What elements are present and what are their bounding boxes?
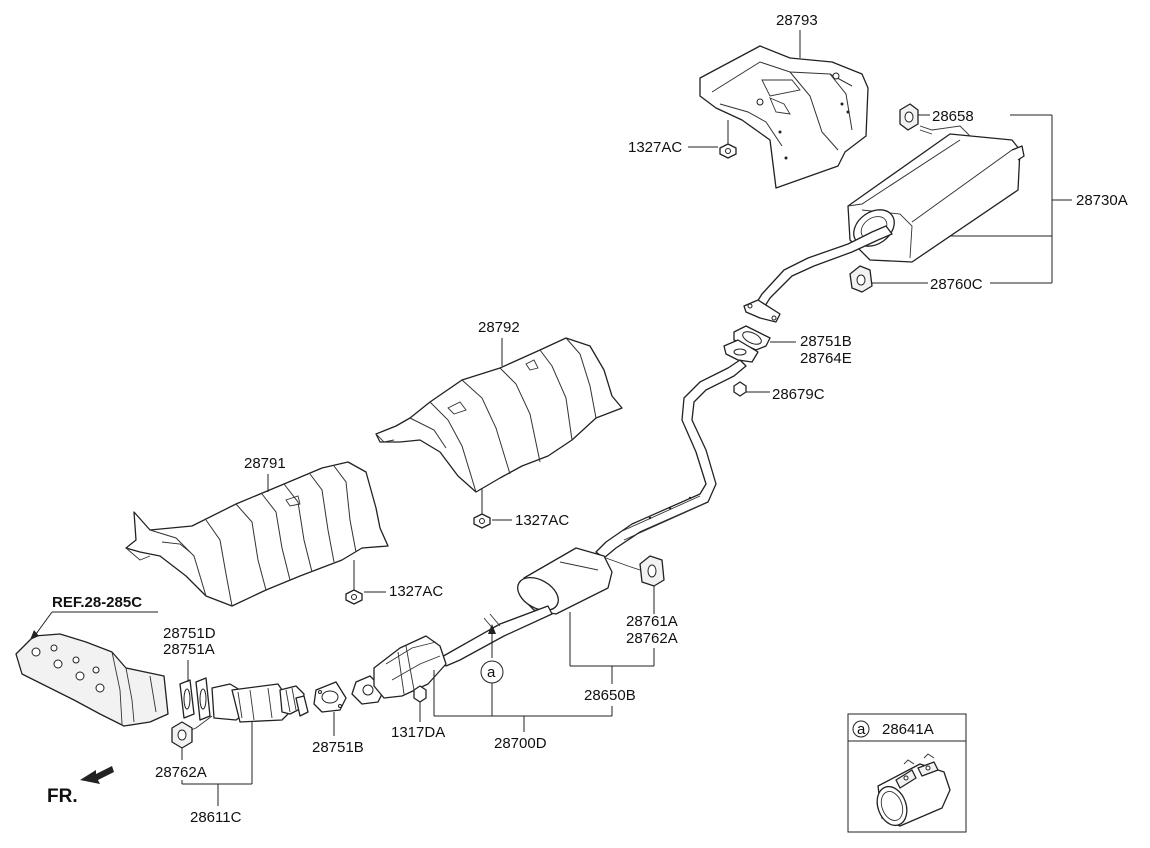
heat-shield-28791 <box>125 461 389 607</box>
label-28730a: 28730A <box>1076 192 1128 209</box>
hanger-rubber-28762a-left <box>171 721 193 749</box>
label-28751a: 28751A <box>163 641 215 658</box>
label-28751b-left: 28751B <box>312 739 364 756</box>
label-28751d: 28751D <box>163 625 216 642</box>
front-pipe-28611c <box>185 683 309 733</box>
label-28679c: 28679C <box>772 386 825 403</box>
label-28751b-right: 28751B <box>800 333 852 350</box>
ref-label: REF.28-285C <box>52 594 142 611</box>
pipe-clamp-28641a <box>876 753 951 827</box>
label-28762a-right: 28762A <box>626 630 678 647</box>
label-28762a-left: 28762A <box>155 764 207 781</box>
inset-callout-a: a <box>857 721 866 738</box>
front-direction-arrow <box>80 766 114 784</box>
heat-shield-28793 <box>699 45 869 189</box>
label-28641a: 28641A <box>882 721 934 738</box>
front-label: FR. <box>47 786 78 807</box>
gasket-28751a <box>195 677 211 721</box>
label-1327ac-top: 1327AC <box>628 139 682 156</box>
center-pipe-28650b <box>439 339 759 667</box>
label-28793: 28793 <box>776 12 818 29</box>
exhaust-manifold-ref <box>15 633 169 727</box>
rear-muffler-28730a <box>743 125 1025 323</box>
hanger-rubber-28761a <box>639 555 665 587</box>
label-28791: 28791 <box>244 455 286 472</box>
label-28792: 28792 <box>478 319 520 336</box>
label-28764e: 28764E <box>800 350 852 367</box>
heat-shield-28792 <box>375 337 623 493</box>
label-1317da: 1317DA <box>391 724 445 741</box>
label-28761a: 28761A <box>626 613 678 630</box>
label-1327ac-mid: 1327AC <box>515 512 569 529</box>
callout-a: a <box>487 664 496 681</box>
label-28760c: 28760C <box>930 276 983 293</box>
hanger-rubber-28658 <box>899 103 919 131</box>
label-28611c: 28611C <box>190 809 242 826</box>
catalytic-converter-28700d <box>351 635 447 705</box>
nut-1327ac-low <box>345 560 363 605</box>
gasket-28751d <box>179 679 195 719</box>
gasket-28751b-left <box>313 681 347 713</box>
bolt-1317da <box>413 685 427 722</box>
label-28650b: 28650B <box>584 687 636 704</box>
label-1327ac-low: 1327AC <box>389 583 443 600</box>
label-28658: 28658 <box>932 108 974 125</box>
label-28700d: 28700D <box>494 735 547 752</box>
hanger-rubber-28760c <box>849 265 873 293</box>
nut-1327ac-mid <box>473 488 491 529</box>
nut-28679c <box>733 381 747 397</box>
nut-1327ac-top <box>719 120 737 159</box>
inset-box: a 28641A <box>847 713 967 833</box>
